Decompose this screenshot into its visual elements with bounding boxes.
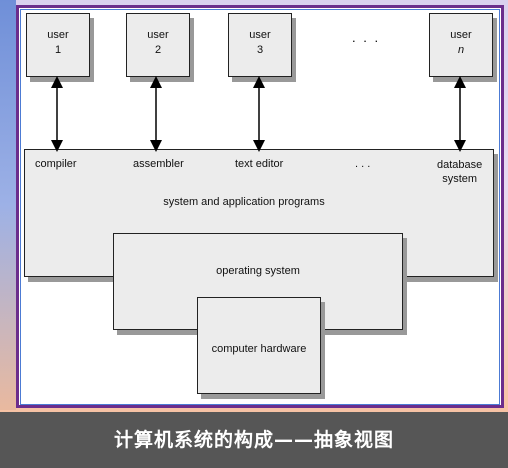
computer-hardware-label: computer hardware xyxy=(211,343,307,355)
slide-left-accent xyxy=(0,0,16,410)
user-id: n xyxy=(457,44,465,56)
database-system-label: database system xyxy=(437,158,482,186)
text-editor-label: text editor xyxy=(235,158,284,170)
compiler-label: compiler xyxy=(35,158,77,170)
user-box-2: user 2 xyxy=(126,13,190,77)
user-box-3: user 3 xyxy=(228,13,292,77)
user-label: user xyxy=(147,29,169,41)
user-label: user xyxy=(450,29,472,41)
database-label-line2: system xyxy=(442,173,478,185)
slide-caption: 计算机系统的构成——抽象视图 xyxy=(0,412,508,468)
users-ellipsis: . . . xyxy=(352,30,381,45)
user-box-1: user 1 xyxy=(26,13,90,77)
programs-ellipsis: . . . xyxy=(355,158,371,170)
computer-hardware-box: computer hardware xyxy=(197,297,321,394)
database-label-line1: database xyxy=(437,159,483,171)
user-label: user xyxy=(47,29,69,41)
user-id: 2 xyxy=(154,44,162,56)
assembler-label: assembler xyxy=(133,158,184,170)
operating-system-label: operating system xyxy=(216,265,300,277)
user-box-n: user n xyxy=(429,13,493,77)
user-id: 3 xyxy=(256,44,264,56)
system-and-application-programs-label: system and application programs xyxy=(163,196,325,208)
user-id: 1 xyxy=(54,44,62,56)
user-label: user xyxy=(249,29,271,41)
